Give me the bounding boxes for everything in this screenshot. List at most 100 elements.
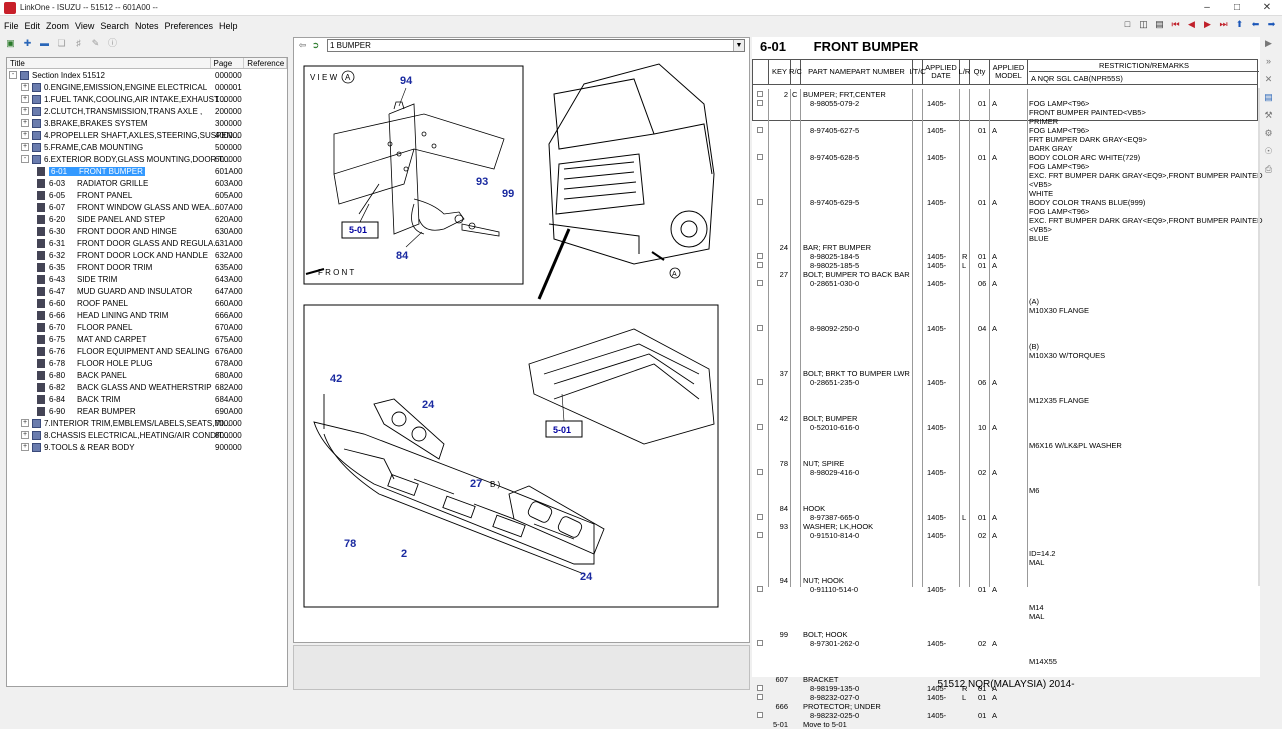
- expand-toggle-icon[interactable]: +: [21, 419, 29, 427]
- tree-item[interactable]: +2.CLUTCH,TRANSMISSION,TRANS AXLE ,20000…: [7, 105, 287, 117]
- tree-icon[interactable]: ♯: [76, 38, 81, 48]
- first-page-icon[interactable]: ⏮: [1171, 19, 1180, 29]
- row-checkbox[interactable]: [757, 325, 763, 331]
- table-row[interactable]: [752, 540, 1258, 549]
- back-icon[interactable]: ⬅: [1251, 19, 1260, 29]
- table-row[interactable]: M10X30 FLANGE: [752, 306, 1258, 315]
- collapse-toggle-icon[interactable]: -: [9, 71, 17, 79]
- table-row[interactable]: [752, 288, 1258, 297]
- forward-icon[interactable]: ➡: [1267, 19, 1276, 29]
- table-row[interactable]: M6: [752, 486, 1258, 495]
- row-checkbox[interactable]: [757, 199, 763, 205]
- forward-arrow-icon[interactable]: ➲: [311, 40, 320, 50]
- save-icon[interactable]: ▣: [6, 38, 15, 48]
- close-x-icon[interactable]: ✕: [1264, 74, 1273, 84]
- expand-toggle-icon[interactable]: +: [21, 443, 29, 451]
- table-row[interactable]: [752, 594, 1258, 603]
- page-view-icon[interactable]: □: [1124, 19, 1131, 29]
- table-row[interactable]: DARK GRAY: [752, 144, 1258, 153]
- callout-42[interactable]: 42: [330, 373, 342, 385]
- collapse-icon[interactable]: ▬: [40, 38, 49, 48]
- callout-84[interactable]: 84: [396, 250, 409, 262]
- settings-icon[interactable]: ⚙: [1264, 128, 1273, 138]
- table-row[interactable]: FRONT BUMPER PAINTED<VB5>: [752, 108, 1258, 117]
- tree-item[interactable]: +4.PROPELLER SHAFT,AXLES,STEERING,SUSPEN…: [7, 129, 287, 141]
- table-row[interactable]: [752, 567, 1258, 576]
- callout-93[interactable]: 93: [476, 176, 488, 188]
- table-row[interactable]: EXC. FRT BUMPER DARK GRAY<EQ9>,FRONT BUM…: [752, 216, 1263, 225]
- row-checkbox[interactable]: [757, 424, 763, 430]
- row-checkbox[interactable]: [757, 586, 763, 592]
- row-checkbox[interactable]: [757, 127, 763, 133]
- table-row[interactable]: (B): [752, 342, 1258, 351]
- table-row[interactable]: [752, 387, 1258, 396]
- callout-24-top[interactable]: 24: [422, 399, 435, 411]
- expand-toggle-icon[interactable]: +: [21, 83, 29, 91]
- row-checkbox[interactable]: [757, 91, 763, 97]
- expand-toggle-icon[interactable]: +: [21, 107, 29, 115]
- expand-toggle-icon[interactable]: +: [21, 131, 29, 139]
- table-row[interactable]: [752, 405, 1258, 414]
- binoculars-icon[interactable]: ☉: [1264, 146, 1273, 156]
- print-icon[interactable]: ⎙: [1264, 164, 1273, 174]
- ref-box-501-bottom-label[interactable]: 5-01: [553, 425, 571, 435]
- row-checkbox[interactable]: [757, 100, 763, 106]
- close-button[interactable]: ✕: [1262, 2, 1272, 13]
- table-row[interactable]: FOG LAMP<T96>: [752, 162, 1258, 171]
- table-row[interactable]: <VB5>: [752, 225, 1258, 234]
- row-checkbox[interactable]: [757, 712, 763, 718]
- row-checkbox[interactable]: [757, 262, 763, 268]
- row-checkbox[interactable]: [757, 685, 763, 691]
- menu-notes[interactable]: Notes: [134, 20, 159, 31]
- callout-27[interactable]: 27: [470, 478, 482, 490]
- table-row[interactable]: [752, 333, 1258, 342]
- menu-zoom[interactable]: Zoom: [46, 20, 70, 31]
- expand-icon[interactable]: ✚: [23, 38, 32, 48]
- table-row[interactable]: [752, 621, 1258, 630]
- callout-99[interactable]: 99: [502, 188, 514, 200]
- row-checkbox[interactable]: [757, 253, 763, 259]
- table-row[interactable]: EXC. FRT BUMPER DARK GRAY<EQ9>,FRONT BUM…: [752, 171, 1263, 180]
- tree-header-title[interactable]: Title: [7, 58, 211, 68]
- callout-24-bottom[interactable]: 24: [580, 571, 593, 583]
- row-checkbox[interactable]: [757, 379, 763, 385]
- maximize-button[interactable]: □: [1233, 2, 1241, 13]
- table-row[interactable]: [752, 315, 1258, 324]
- row-checkbox[interactable]: [757, 514, 763, 520]
- tree-item[interactable]: +1.FUEL TANK,COOLING,AIR INTAKE,EXHAUST …: [7, 93, 287, 105]
- menu-search[interactable]: Search: [100, 20, 129, 31]
- chevron-down-icon[interactable]: ▼: [733, 40, 744, 51]
- menu-file[interactable]: File: [4, 20, 19, 31]
- back-arrow-icon[interactable]: ⇦: [298, 40, 307, 50]
